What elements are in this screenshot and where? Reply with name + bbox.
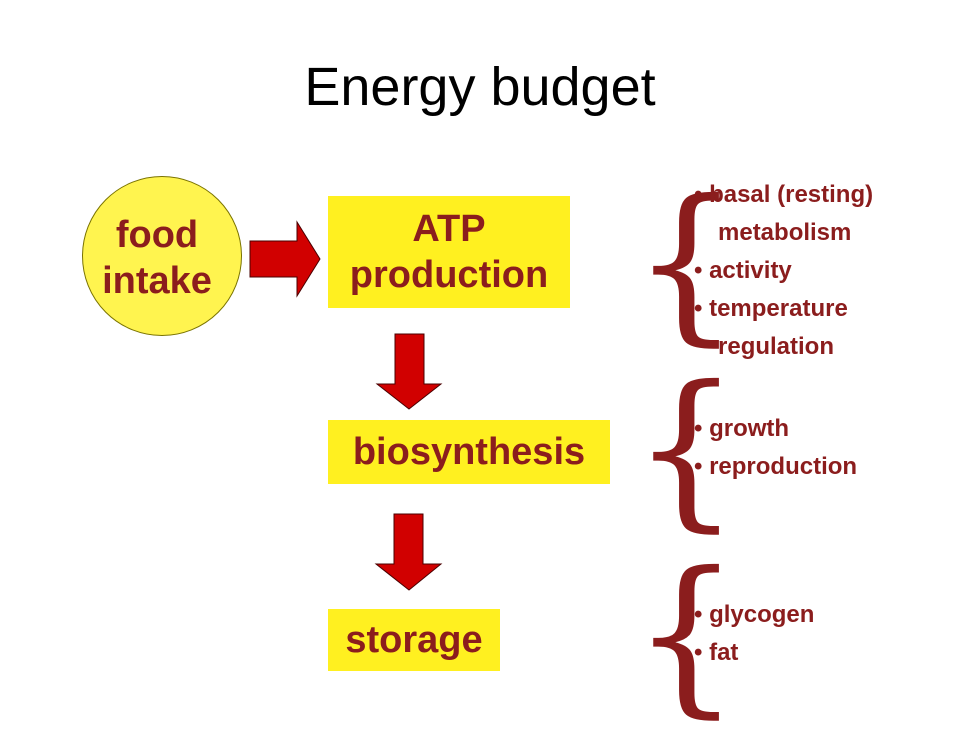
biosynthesis-node: biosynthesis — [328, 420, 610, 484]
storage-uses-list: • glycogen • fat — [694, 596, 814, 672]
list-item: • temperature — [694, 295, 848, 322]
brace-icon: { — [632, 536, 741, 734]
storage-node: storage — [328, 609, 500, 671]
atp-uses-list: • basal (resting) metabolism • activity … — [694, 176, 873, 366]
list-item: • fat — [694, 639, 739, 666]
biosynthesis-uses-list: • growth • reproduction — [694, 410, 857, 486]
list-item: • activity — [694, 257, 792, 284]
list-item: regulation — [718, 333, 835, 360]
food-intake-label: food intake — [82, 212, 232, 304]
brace-icon: { — [632, 350, 741, 548]
atp-production-line1: ATP — [412, 208, 486, 250]
list-item: metabolism — [718, 219, 852, 246]
food-intake-line2: intake — [102, 260, 212, 302]
right-arrow-icon — [249, 220, 321, 298]
list-item: • glycogen — [694, 601, 815, 628]
atp-production-line2: production — [349, 254, 549, 296]
brace-icon: { — [632, 164, 741, 362]
list-item: • reproduction — [694, 453, 858, 480]
down-arrow-icon — [374, 513, 443, 591]
down-arrow-icon — [375, 333, 443, 410]
page-title: Energy budget — [304, 57, 656, 117]
food-intake-line1: food — [115, 214, 199, 256]
food-intake-node — [82, 176, 242, 336]
atp-production-node: ATP production — [328, 196, 570, 308]
list-item: • basal (resting) — [694, 181, 874, 208]
list-item: • growth — [694, 415, 790, 442]
